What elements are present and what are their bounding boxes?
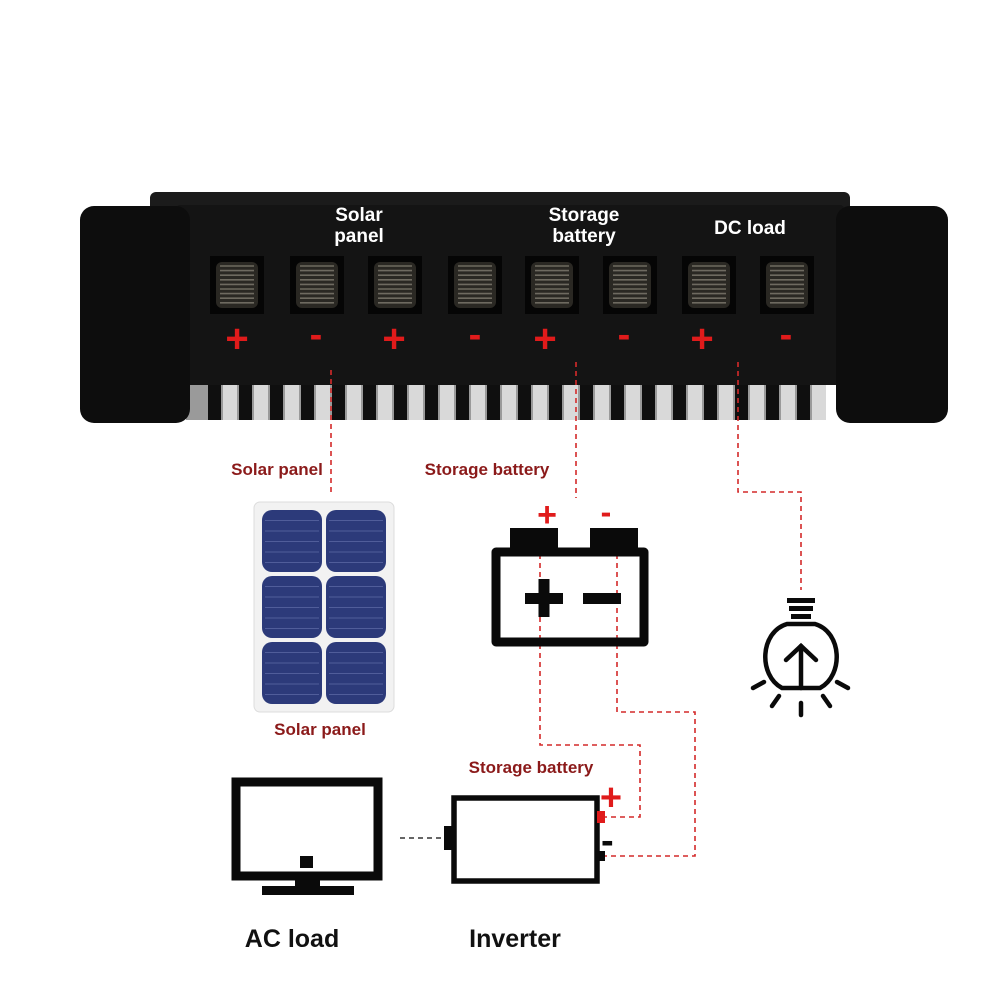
terminal-sign-7: + <box>690 317 714 361</box>
inverter-plus-sign: + <box>599 777 623 819</box>
wiring <box>330 362 802 857</box>
terminal-sign-5: + <box>533 317 557 361</box>
dc-load-wire <box>737 362 802 590</box>
terminal-2 <box>290 256 344 314</box>
inverter-positive-terminal <box>597 811 605 823</box>
battery-minus-sign: - <box>600 494 612 530</box>
terminal-sign-8: - <box>779 314 793 356</box>
label-solar-panel-top: Solar panel <box>231 460 323 479</box>
terminal-7 <box>682 256 736 314</box>
terminal-6 <box>603 256 657 314</box>
inverter-negative-terminal <box>597 851 605 861</box>
terminal-sign-1: + <box>225 317 249 361</box>
inverter-minus-wire <box>604 545 696 857</box>
controller-face <box>176 205 844 385</box>
inverter-plus-wire <box>539 545 641 818</box>
charge-controller <box>80 192 948 423</box>
label-storage-battery-top: Storage battery <box>424 460 550 479</box>
terminal-sign-4: - <box>468 314 482 356</box>
monitor-icon <box>231 777 383 895</box>
terminal-sign-3: + <box>382 317 406 361</box>
label-inverter: Inverter <box>469 925 561 953</box>
battery-icon <box>491 528 649 647</box>
terminal-3 <box>368 256 422 314</box>
terminal-5 <box>525 256 579 314</box>
inverter-icon <box>444 795 605 884</box>
inverter-minus-sign: - <box>601 820 614 862</box>
terminal-1 <box>210 256 264 314</box>
terminal-4 <box>448 256 502 314</box>
controller-label-solar-panel: Solar panel <box>334 205 384 247</box>
light-bulb-icon <box>750 598 851 718</box>
label-solar-panel-bottom: Solar panel <box>274 720 366 739</box>
terminal-sign-6: - <box>617 314 631 356</box>
controller-label-dc-load: DC load <box>714 218 786 239</box>
label-storage-battery-bottom: Storage battery <box>468 758 594 777</box>
terminal-sign-2: - <box>309 314 323 356</box>
terminal-8 <box>760 256 814 314</box>
right-end-cap <box>836 206 948 423</box>
left-end-cap <box>80 206 190 423</box>
solar-panel-icon <box>253 501 395 713</box>
controller-label-storage-battery: Storage battery <box>548 205 620 247</box>
battery-plus-sign: + <box>537 496 557 534</box>
label-ac-load: AC load <box>244 925 340 953</box>
